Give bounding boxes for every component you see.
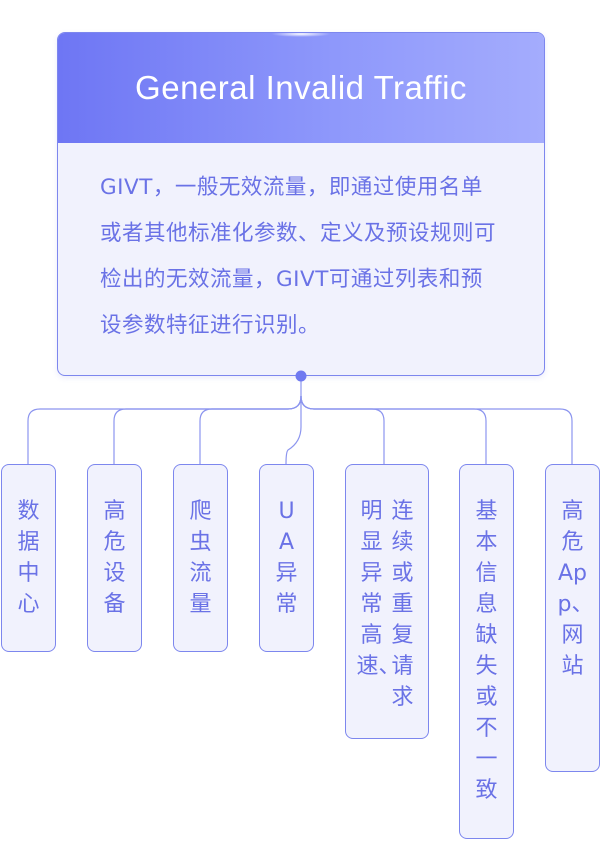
branch-crawler [199,395,302,464]
card-title: General Invalid Traffic [135,69,467,106]
category-data-center: 数据中心 [1,464,56,652]
category-ua-anomaly: UA异常 [259,464,314,652]
category-high-risk-device: 高危设备 [87,464,142,652]
category-continuous-requests: 连续或重复请求 明显异常高速、 [345,464,429,739]
category-high-risk-app-site: 高危App、网站 [545,464,600,772]
header-glow [271,33,331,37]
category-label: UA异常 [275,499,298,617]
category-label: 基本信息缺失或不一致 [475,499,498,803]
category-label: 数据中心 [17,499,40,617]
branch-data-center [27,395,302,464]
category-label: 高危设备 [103,499,126,617]
category-label-col-left: 明显异常高速、 [356,499,401,679]
category-label: 高危App、网站 [557,499,594,679]
branch-high-risk-device [113,395,302,464]
category-label-columns: 连续或重复请求 明显异常高速、 [357,496,418,738]
card-header: General Invalid Traffic [58,33,544,143]
givt-definition-card: General Invalid Traffic GIVT，一般无效流量，即通过使… [57,32,545,376]
junction-dot [295,370,307,382]
category-missing-info: 基本信息缺失或不一致 [459,464,514,839]
branch-ua [285,396,302,465]
category-label: 爬虫流量 [189,499,212,617]
category-label-col-right: 连续或重复请求 [391,499,414,710]
branch-continuous [300,395,385,464]
category-crawler-traffic: 爬虫流量 [173,464,228,652]
branch-high-risk-app [300,395,573,464]
card-description: GIVT，一般无效流量，即通过使用名单或者其他标准化参数、定义及预设规则可检出的… [100,175,497,338]
branch-missing-info [300,395,487,464]
